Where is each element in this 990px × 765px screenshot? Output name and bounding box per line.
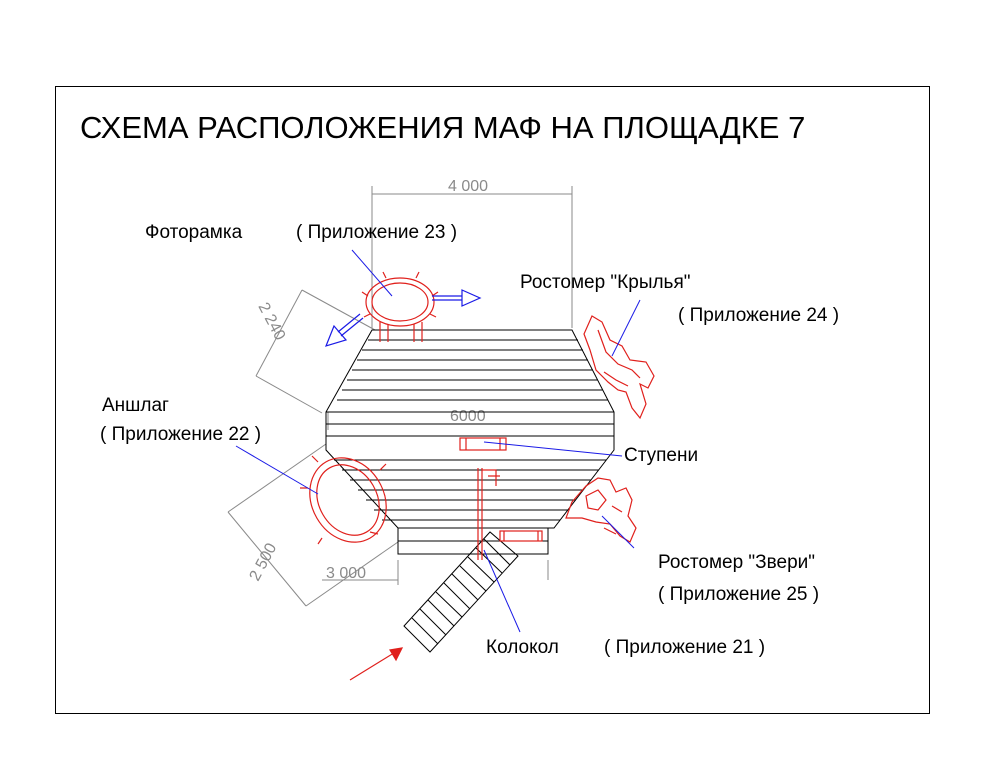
dimension-middle-label: 6000 [450, 408, 486, 425]
bell-ref: ( Приложение 21 ) [604, 637, 766, 658]
dimension-bottom-label: 3 000 [326, 565, 366, 582]
dimension-left-upper-label: 2 240 [254, 300, 288, 343]
wings-meter-ref: ( Приложение 24 ) [678, 305, 840, 326]
wings-meter-label: Ростомер "Крылья" [520, 272, 691, 293]
info-stand-ref: ( Приложение 22 ) [100, 424, 262, 445]
animals-meter-label: Ростомер "Звери" [658, 552, 816, 573]
main-deck [325, 329, 615, 529]
bell-label: Колокол [486, 637, 559, 658]
dimension-left-lower-label: 2 500 [247, 540, 281, 583]
leader-lines [235, 249, 641, 633]
dimension-bottom [322, 560, 549, 585]
dimension-left-lower [227, 443, 399, 607]
dimension-top-label: 4 000 [448, 178, 488, 195]
info-stand-label: Аншлаг [102, 395, 169, 416]
photo-frame [361, 271, 439, 342]
bench [499, 530, 543, 542]
animals-meter-ref: ( Приложение 25 ) [658, 584, 820, 605]
direction-arrows [324, 289, 482, 347]
info-stand [300, 455, 387, 545]
page-title: СХЕМА РАСПОЛОЖЕНИЯ МАФ НА ПЛОЩАДКЕ 7 [80, 110, 806, 145]
bell [477, 468, 500, 560]
steps-label: Ступени [624, 445, 699, 466]
dimension-top [371, 186, 573, 328]
drawing-frame [55, 86, 930, 714]
entry-arrow [349, 647, 404, 681]
dimension-left-upper [255, 289, 376, 414]
height-meter-wings [583, 315, 655, 420]
height-meter-animals [565, 477, 637, 543]
photo-frame-label: Фоторамка [145, 222, 243, 243]
photo-frame-ref: ( Приложение 23 ) [296, 222, 458, 243]
stairs [403, 531, 519, 653]
